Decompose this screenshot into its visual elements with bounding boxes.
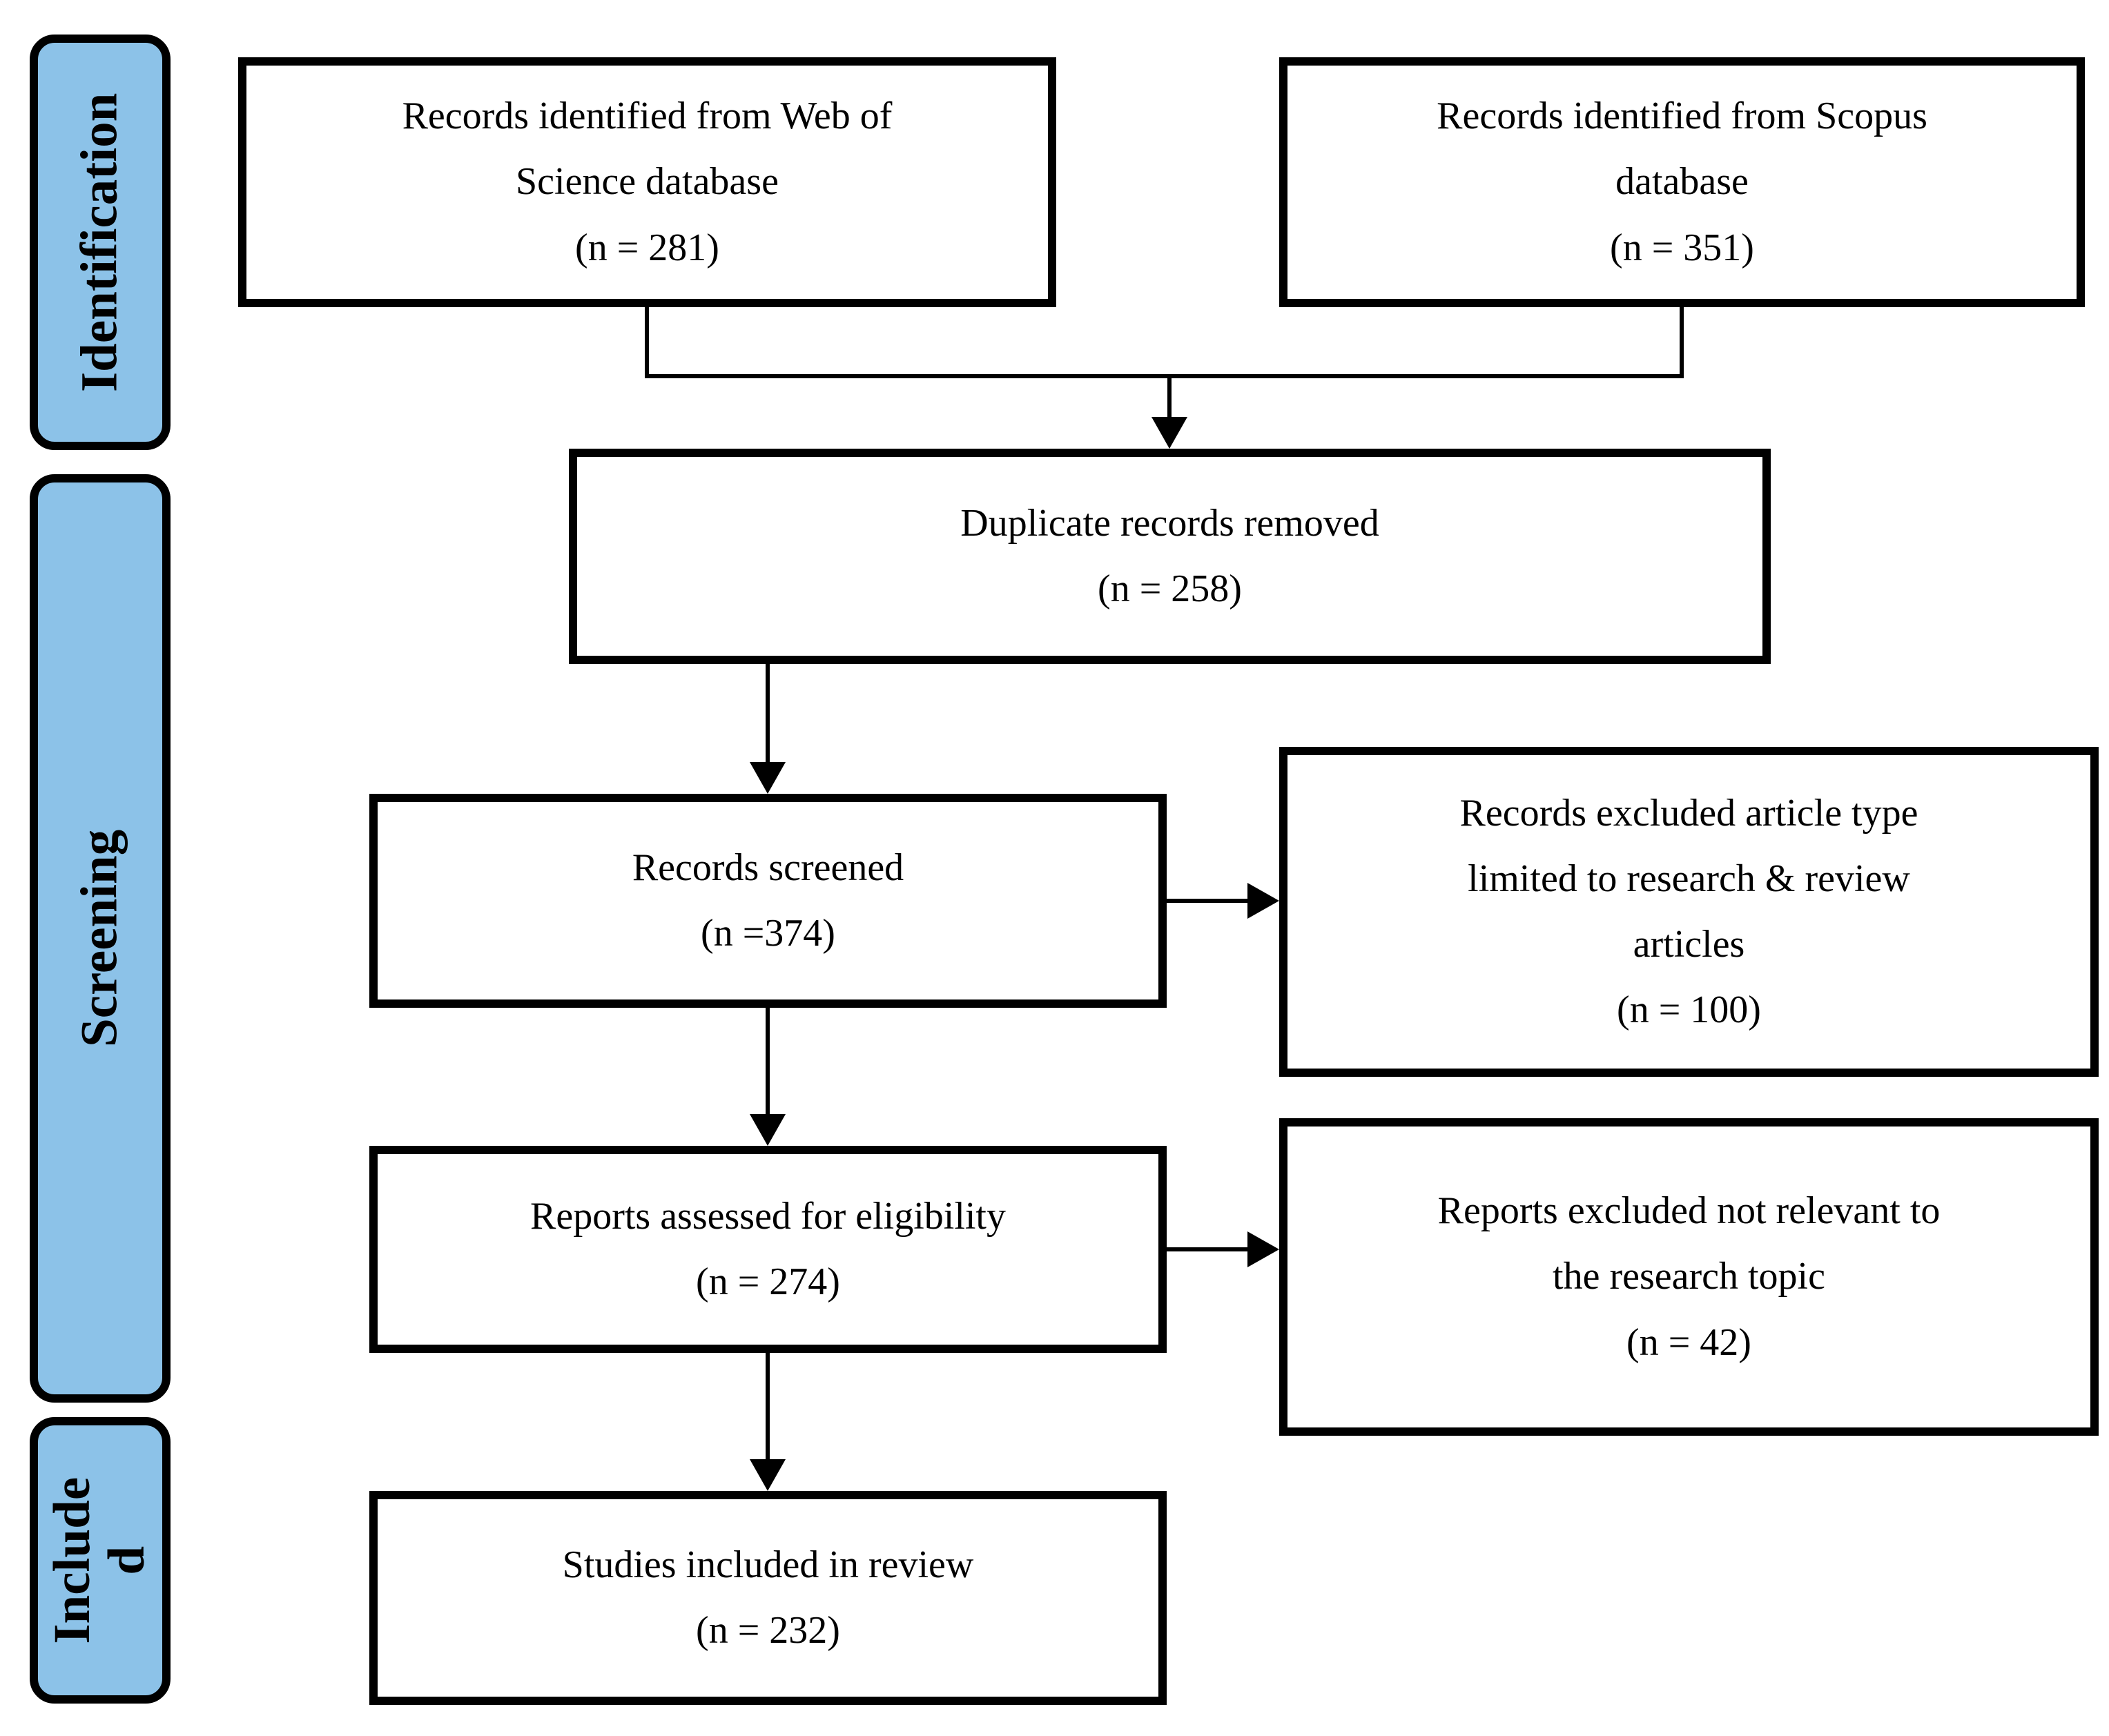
node-duplicate-records-removed: Duplicate records removed (n = 258) bbox=[569, 449, 1771, 664]
connector-duplicates-to-screened-line bbox=[766, 660, 770, 766]
connector-assessed-to-excluded-line bbox=[1163, 1247, 1252, 1251]
node-count: (n = 100) bbox=[1617, 988, 1761, 1032]
node-records-excluded-article-type: Records excluded article type limited to… bbox=[1279, 747, 2099, 1077]
node-records-screened: Records screened (n =374) bbox=[369, 794, 1167, 1008]
node-label: Studies included in review bbox=[562, 1543, 974, 1586]
node-label: Records screened bbox=[632, 846, 904, 889]
connector-merge-horizontal-line bbox=[645, 374, 1684, 378]
arrowhead-into-studies bbox=[750, 1459, 786, 1491]
node-count: (n = 351) bbox=[1610, 226, 1754, 269]
stage-screening: Screening bbox=[30, 474, 171, 1403]
node-label: Records identified from Scopus database bbox=[1437, 95, 1927, 204]
node-label: Records excluded article type limited to… bbox=[1459, 791, 1918, 966]
stage-identification: Identification bbox=[30, 35, 171, 450]
node-count: (n = 42) bbox=[1626, 1320, 1751, 1364]
node-label: Reports assessed for eligibility bbox=[529, 1194, 1006, 1238]
arrowhead-into-screened bbox=[750, 762, 786, 794]
node-count: (n = 232) bbox=[696, 1609, 840, 1652]
arrowhead-into-duplicates bbox=[1151, 417, 1187, 449]
node-count: (n = 258) bbox=[1098, 567, 1242, 610]
node-label: Duplicate records removed bbox=[960, 501, 1379, 545]
stage-screening-label: Screening bbox=[70, 829, 128, 1048]
connector-screened-to-excluded-line bbox=[1163, 899, 1252, 903]
node-records-identified-scopus: Records identified from Scopus database … bbox=[1279, 57, 2085, 307]
node-records-identified-web-of-science: Records identified from Web of Science d… bbox=[238, 57, 1056, 307]
connector-wos-down-line bbox=[645, 307, 649, 378]
arrowhead-into-assessed bbox=[750, 1114, 786, 1146]
node-count: (n = 281) bbox=[575, 226, 719, 269]
node-reports-assessed-for-eligibility: Reports assessed for eligibility (n = 27… bbox=[369, 1146, 1167, 1353]
node-reports-excluded-not-relevant: Reports excluded not relevant to the res… bbox=[1279, 1118, 2099, 1436]
connector-assessed-to-studies-line bbox=[766, 1349, 770, 1463]
connector-screened-to-assessed-line bbox=[766, 1004, 770, 1118]
node-count: (n =374) bbox=[701, 912, 835, 955]
stage-identification-label: Identification bbox=[70, 92, 128, 392]
node-label: Reports excluded not relevant to the res… bbox=[1437, 1189, 1941, 1298]
stage-included: Include d bbox=[30, 1417, 171, 1704]
arrowhead-into-excluded-not-relevant bbox=[1247, 1231, 1279, 1267]
node-label: Records identified from Web of Science d… bbox=[402, 95, 893, 204]
connector-scopus-down-line bbox=[1680, 307, 1684, 378]
node-count: (n = 274) bbox=[696, 1260, 840, 1303]
node-studies-included-in-review: Studies included in review (n = 232) bbox=[369, 1491, 1167, 1705]
stage-included-label: Include d bbox=[43, 1476, 155, 1644]
connector-merge-to-duplicates-line bbox=[1167, 374, 1172, 422]
arrowhead-into-excluded-article-type bbox=[1247, 883, 1279, 919]
